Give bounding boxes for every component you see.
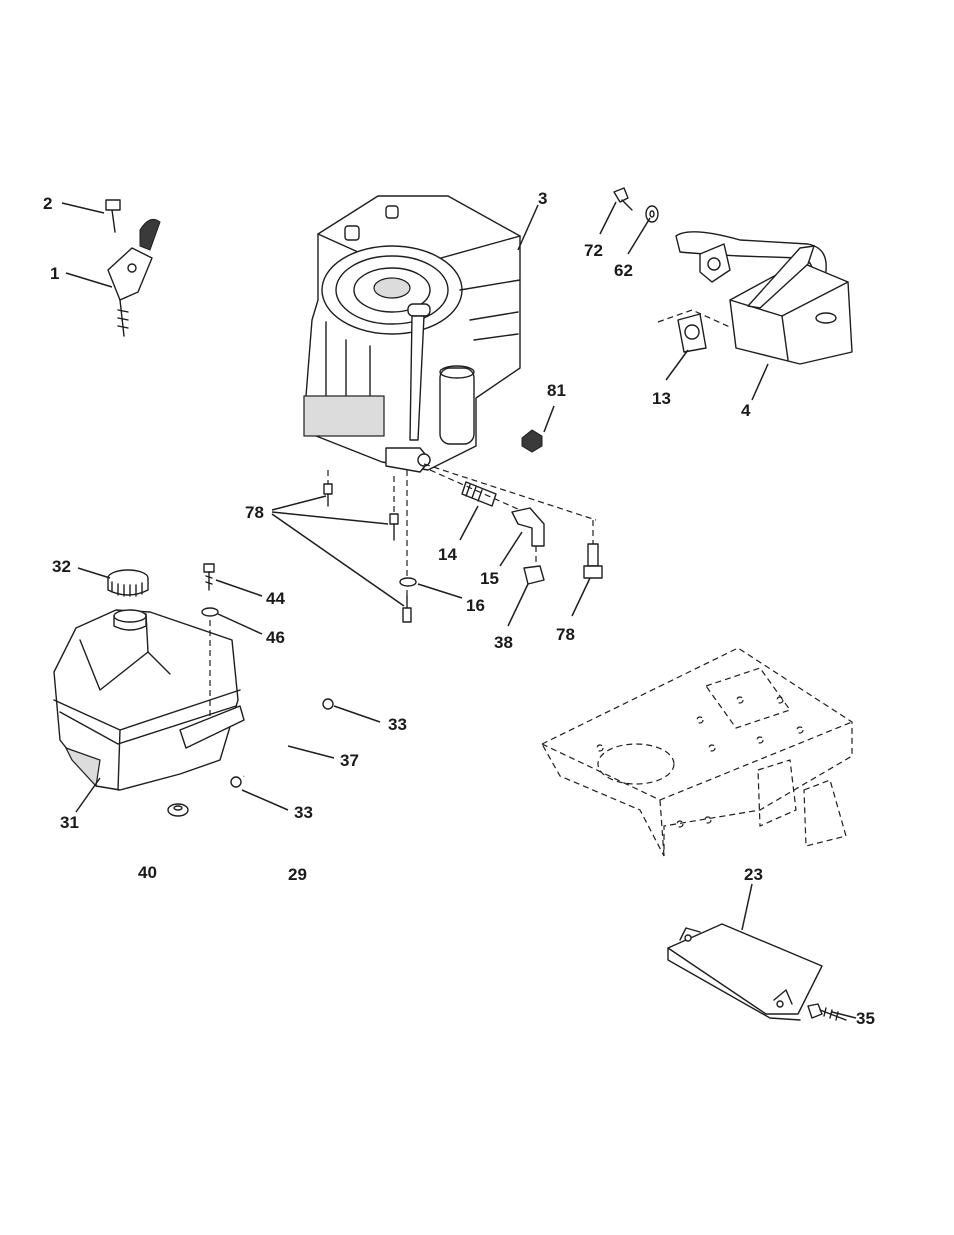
engine-mounting-fasteners bbox=[324, 430, 602, 622]
part-label-13: 13 bbox=[652, 389, 671, 408]
part-label-33-top: 33 bbox=[388, 715, 407, 734]
part-label-33-bottom: 33 bbox=[294, 803, 313, 822]
throttle-control-assembly bbox=[106, 200, 160, 336]
fuel-tank-assembly bbox=[54, 564, 333, 816]
part-label-15: 15 bbox=[480, 569, 499, 588]
engine bbox=[304, 196, 520, 472]
part-label-23: 23 bbox=[744, 865, 763, 884]
part-label-14: 14 bbox=[438, 545, 457, 564]
part-label-78-right: 78 bbox=[556, 625, 575, 644]
part-label-40: 40 bbox=[138, 863, 157, 882]
part-label-2: 2 bbox=[43, 194, 52, 213]
bracket-assembly bbox=[668, 924, 846, 1020]
part-label-16: 16 bbox=[466, 596, 485, 615]
part-label-29: 29 bbox=[288, 865, 307, 884]
part-label-3: 3 bbox=[538, 189, 547, 208]
mower-frame bbox=[542, 648, 852, 856]
muffler-assembly bbox=[614, 188, 852, 364]
part-label-44: 44 bbox=[266, 589, 285, 608]
part-label-62: 62 bbox=[614, 261, 633, 280]
part-label-46: 46 bbox=[266, 628, 285, 647]
part-label-81: 81 bbox=[547, 381, 566, 400]
part-label-4: 4 bbox=[741, 401, 751, 420]
part-label-72: 72 bbox=[584, 241, 603, 260]
part-label-32: 32 bbox=[52, 557, 71, 576]
part-label-31: 31 bbox=[60, 813, 79, 832]
part-label-35: 35 bbox=[856, 1009, 875, 1028]
part-label-38: 38 bbox=[494, 633, 513, 652]
part-label-1: 1 bbox=[50, 264, 59, 283]
part-label-78-left: 78 bbox=[245, 503, 264, 522]
part-label-37: 37 bbox=[340, 751, 359, 770]
